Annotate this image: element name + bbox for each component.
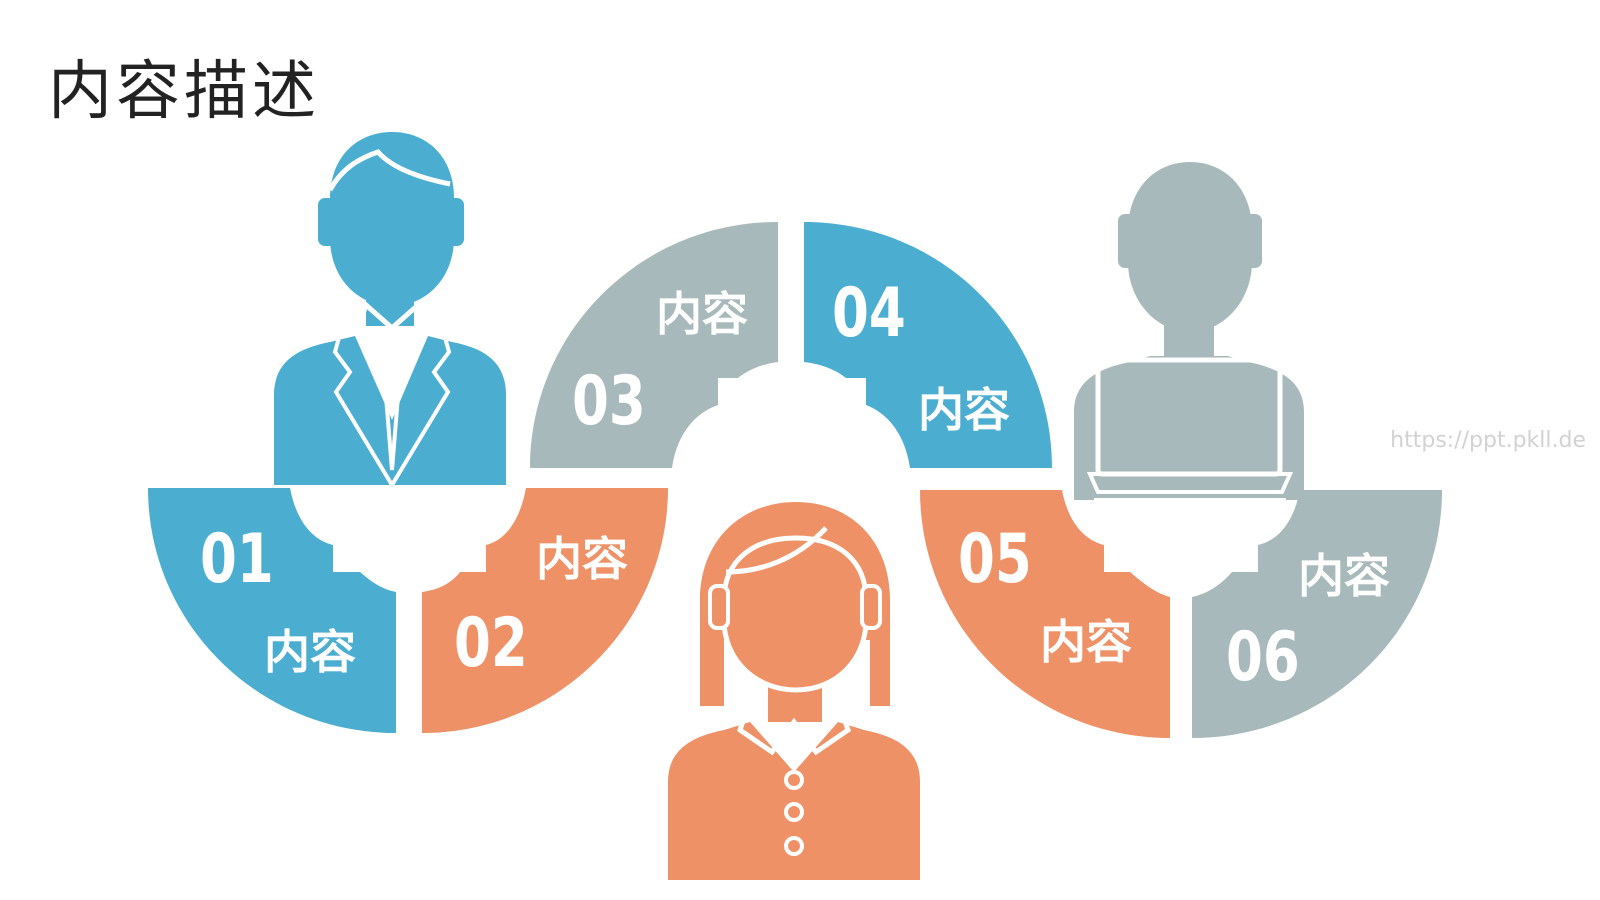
segment-04: 04 内容 xyxy=(804,222,1052,468)
segment-04-number: 04 xyxy=(832,274,906,353)
segment-01-shape xyxy=(148,488,396,733)
segment-02-number: 02 xyxy=(454,604,528,683)
segment-01-number: 01 xyxy=(200,520,274,599)
segment-06: 内容 06 xyxy=(1192,490,1442,738)
segment-02-shape xyxy=(422,488,668,733)
segment-05: 05 内容 xyxy=(920,490,1170,738)
segment-01: 01 内容 xyxy=(148,488,396,733)
segment-05-label: 内容 xyxy=(1040,615,1132,669)
segment-06-shape xyxy=(1192,490,1442,738)
segment-01-label: 内容 xyxy=(264,625,356,679)
businessman-icon xyxy=(274,132,506,487)
watermark: https://ppt.pkll.de xyxy=(1390,428,1586,453)
segment-03: 内容 03 xyxy=(530,222,778,468)
laptop-user-icon xyxy=(1074,162,1304,502)
businesswoman-icon xyxy=(668,502,920,880)
segment-05-number: 05 xyxy=(958,520,1032,599)
segment-05-shape xyxy=(920,490,1170,738)
segment-04-shape xyxy=(804,222,1052,468)
slide-title: 内容描述 xyxy=(48,55,320,129)
segment-03-number: 03 xyxy=(572,362,646,441)
segment-03-shape xyxy=(530,222,778,468)
segment-02-label: 内容 xyxy=(536,532,628,586)
segment-06-label: 内容 xyxy=(1298,549,1390,603)
segment-02: 内容 02 xyxy=(422,488,668,733)
segment-04-label: 内容 xyxy=(918,383,1010,437)
segment-03-label: 内容 xyxy=(656,287,748,341)
segment-06-number: 06 xyxy=(1226,618,1300,697)
